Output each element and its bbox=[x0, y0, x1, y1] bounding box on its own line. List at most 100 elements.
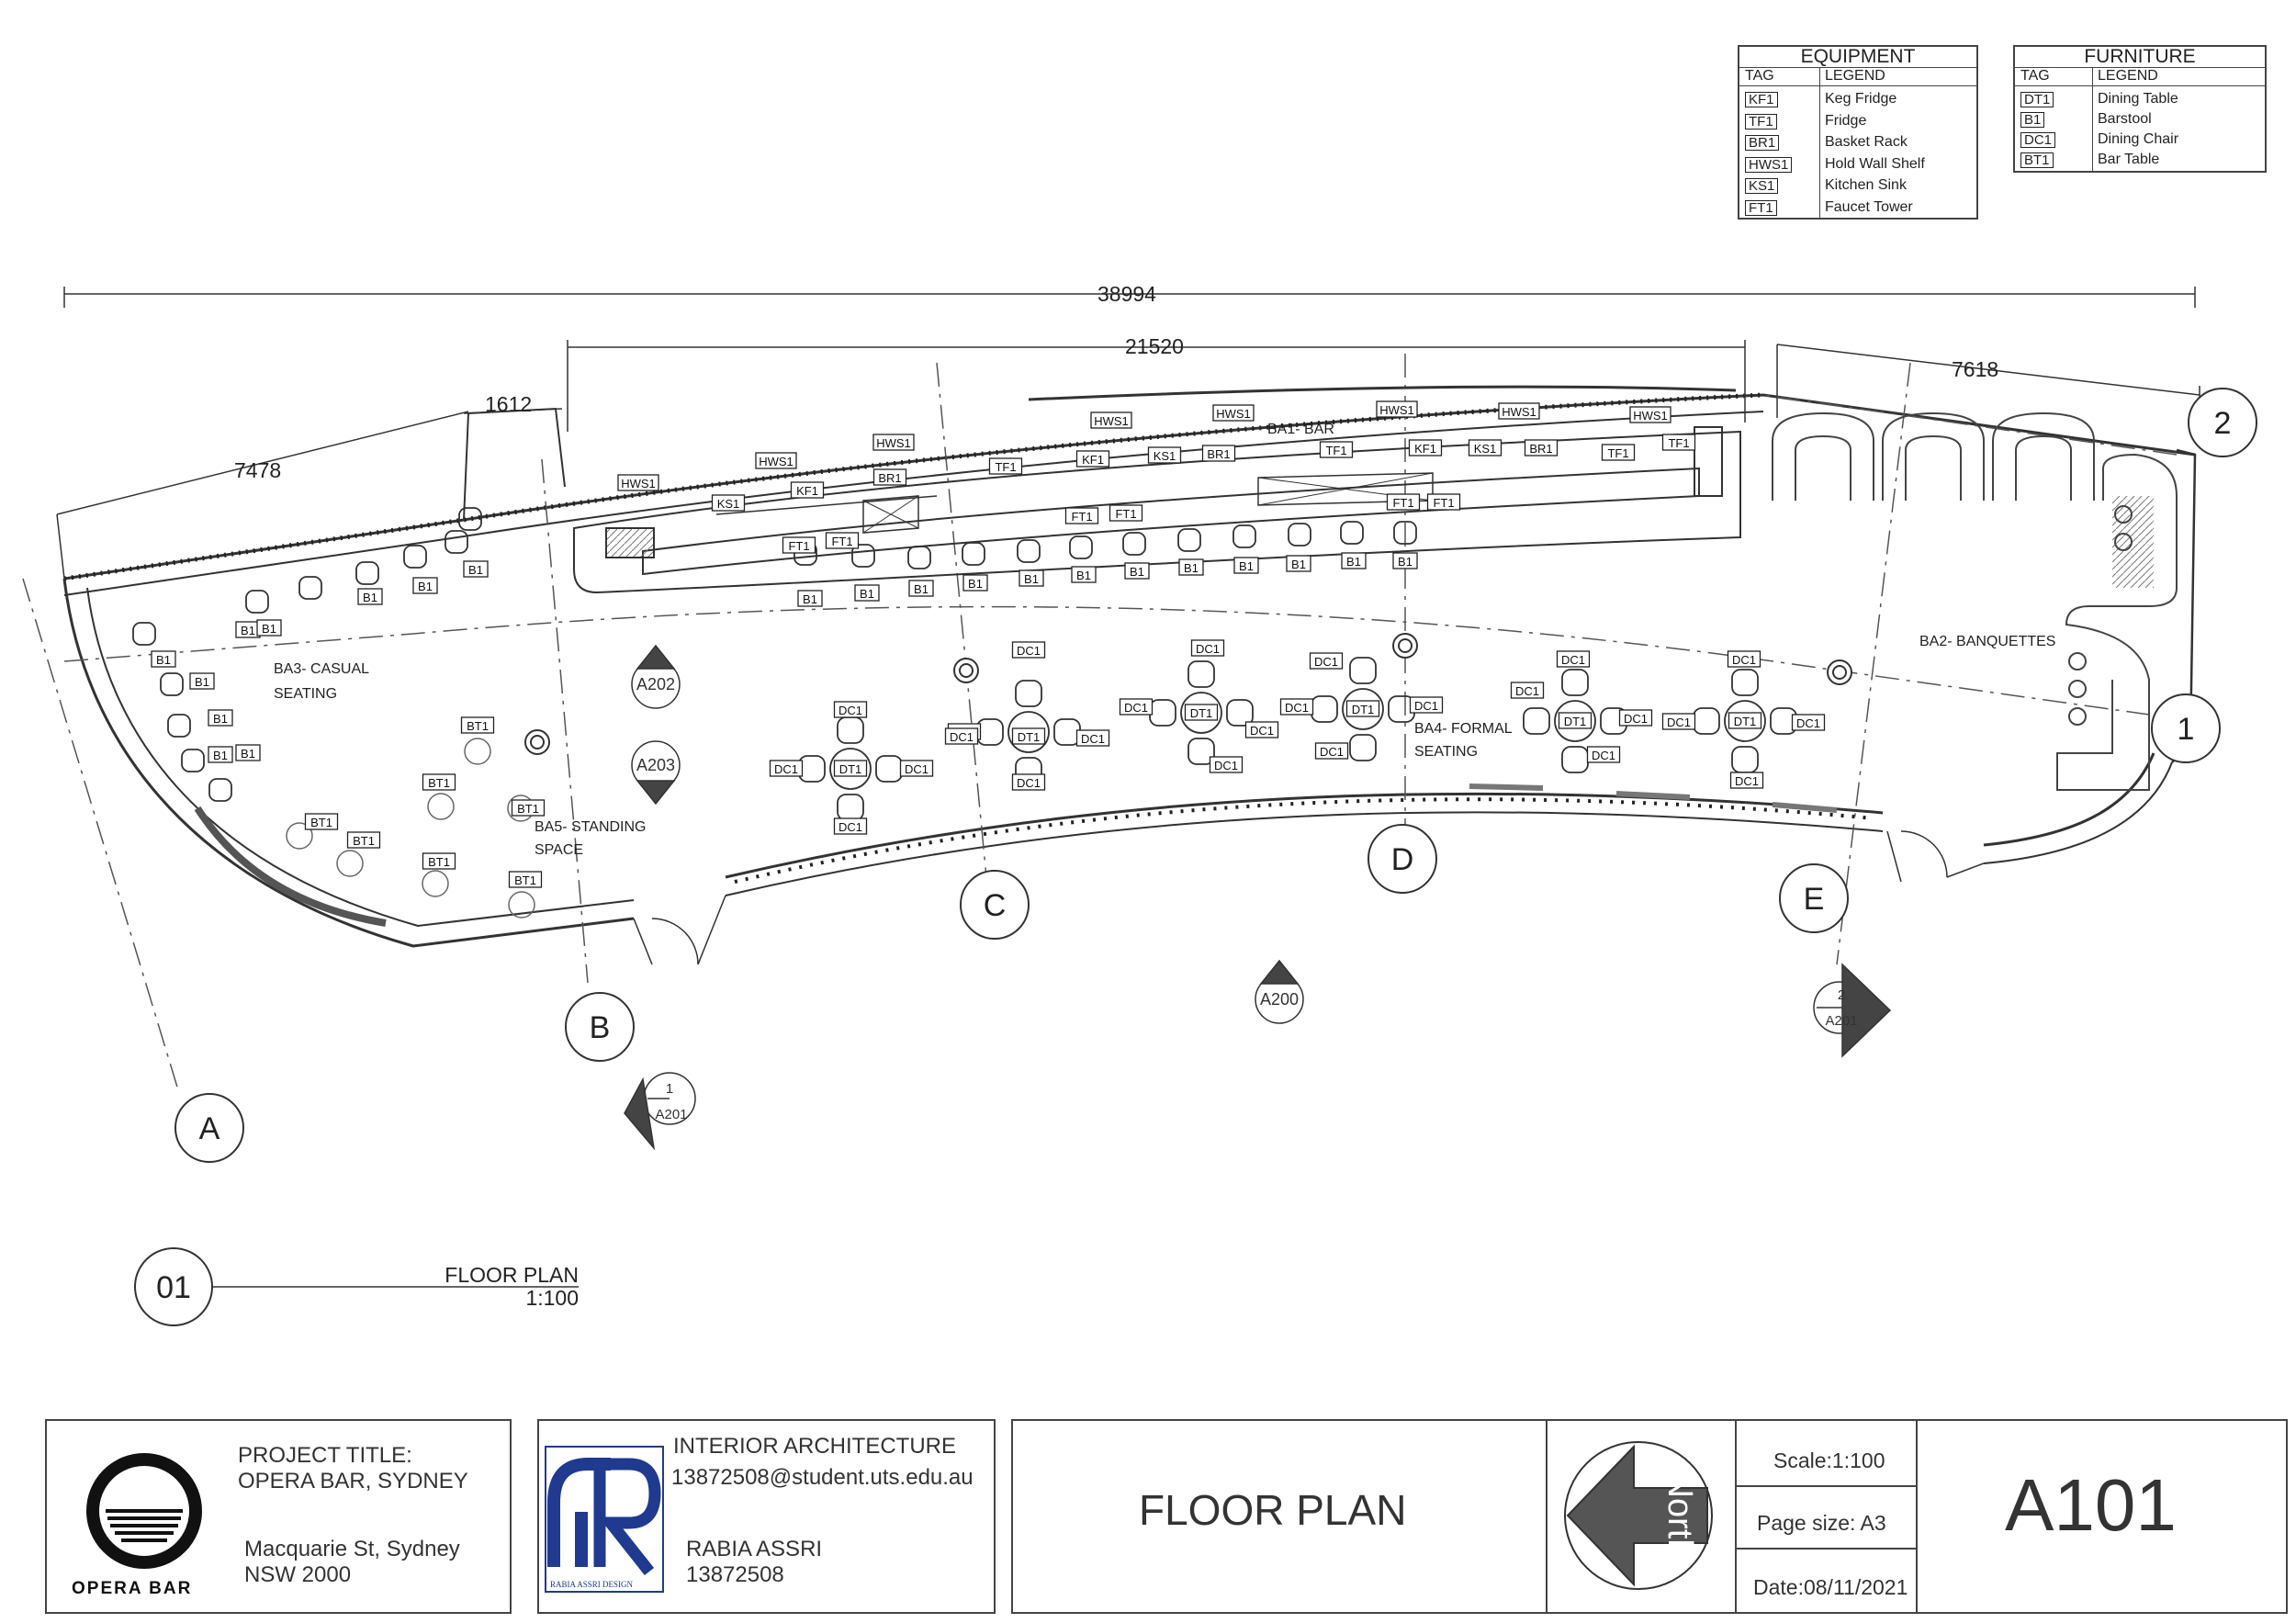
barstool-symbol bbox=[298, 576, 322, 600]
student-name: RABIA ASSRI bbox=[686, 1537, 823, 1561]
plan-tag-b: B1 bbox=[208, 709, 233, 727]
dim-bar: 21520 bbox=[1125, 334, 1184, 358]
plan-tag-text: B1 bbox=[1024, 572, 1039, 586]
plan-tag-b: B1 bbox=[797, 590, 823, 607]
plan-tag-b: B1 bbox=[908, 580, 934, 597]
dining-chair-symbol bbox=[1149, 699, 1176, 727]
grid-label-1: 1 bbox=[2178, 712, 2195, 747]
plan-tag-dt: DT1 bbox=[1558, 712, 1593, 729]
dining-chair-symbol bbox=[1349, 657, 1377, 684]
plan-tag-b: B1 bbox=[1071, 566, 1097, 583]
plan-tag-text: B1 bbox=[968, 577, 983, 591]
plan-tag-dc: DC1 bbox=[833, 817, 868, 835]
plan-tag-text: DC1 bbox=[838, 820, 862, 834]
opera-bar-logo-text: OPERA BAR bbox=[72, 1579, 193, 1598]
plan-tag-dc: DC1 bbox=[833, 701, 868, 718]
furniture-legend-text: Bar Table bbox=[2098, 152, 2160, 167]
plan-tag-text: TF1 bbox=[995, 460, 1016, 474]
furniture-legend-title: FURNITURE bbox=[2015, 47, 2265, 68]
plan-tag-ft: FT1 bbox=[1064, 507, 1099, 524]
plan-tag-text: FT1 bbox=[1433, 496, 1454, 510]
equipment-legend-text: Keg Fridge bbox=[1825, 91, 1897, 107]
barstool-symbol bbox=[132, 622, 156, 646]
plan-tag-text: DC1 bbox=[1414, 699, 1438, 713]
furniture-col-legend: LEGEND bbox=[2098, 68, 2158, 84]
bar-table-symbol bbox=[427, 793, 455, 820]
column-markers bbox=[524, 633, 1852, 755]
plan-tag-dc: DC1 bbox=[1075, 729, 1110, 747]
section-1-number: 1 bbox=[666, 1081, 673, 1097]
furniture-legend-text: Dining Chair bbox=[2098, 131, 2179, 147]
furniture-legend-text: Dining Table bbox=[2098, 91, 2178, 107]
plan-tag-hws: HWS1 bbox=[1090, 411, 1132, 429]
plan-tag-dc: DC1 bbox=[1011, 773, 1046, 791]
plan-tag-bt: BT1 bbox=[511, 799, 546, 817]
grid-label-b: B bbox=[590, 1010, 611, 1045]
plan-tag-text: BR1 bbox=[878, 471, 901, 485]
furniture-tag: BT1 bbox=[2020, 152, 2054, 168]
plan-tag-text: B1 bbox=[241, 747, 255, 761]
plan-tag-text: B1 bbox=[156, 653, 171, 667]
dining-chair-symbol bbox=[1523, 707, 1550, 735]
dining-table-symbol bbox=[1180, 692, 1222, 734]
sheet-title: FLOOR PLAN bbox=[1139, 1486, 1407, 1534]
plan-tag-text: B1 bbox=[241, 624, 255, 637]
plan-tag-text: B1 bbox=[1239, 559, 1254, 573]
plan-tag-b: B1 bbox=[854, 584, 880, 602]
plan-tag-dc: DC1 bbox=[1209, 756, 1244, 773]
plan-tag-dc: DC1 bbox=[769, 760, 804, 777]
plan-tag-text: B1 bbox=[803, 592, 817, 606]
plan-tag-hws: HWS1 bbox=[1212, 404, 1255, 422]
grid-bubbles bbox=[174, 388, 2257, 1163]
bar-table-symbol bbox=[422, 870, 449, 897]
north-label: North bbox=[1660, 1473, 1699, 1559]
plan-tag-text: BT1 bbox=[514, 873, 536, 887]
plan-tag-tf: TF1 bbox=[1319, 441, 1354, 458]
plan-tag-b: B1 bbox=[189, 672, 215, 690]
bar-table-symbol bbox=[464, 738, 491, 765]
plan-tag-text: DT1 bbox=[1352, 703, 1375, 716]
zone-ba5-line1: BA5- STANDING bbox=[535, 819, 647, 835]
plan-tag-text: B1 bbox=[860, 587, 874, 601]
plan-tag-hws: HWS1 bbox=[617, 474, 659, 491]
grid-label-c: C bbox=[984, 888, 1007, 923]
plan-tag-text: B1 bbox=[213, 749, 228, 762]
plan-tag-b: B1 bbox=[256, 619, 282, 637]
plan-tag-ft: FT1 bbox=[1386, 493, 1421, 511]
equipment-tag: HWS1 bbox=[1745, 156, 1793, 173]
plan-tag-text: B1 bbox=[418, 580, 433, 593]
plan-tag-text: KS1 bbox=[717, 497, 740, 511]
plan-tag-hws: HWS1 bbox=[755, 452, 797, 469]
plan-tag-dc: DC1 bbox=[1119, 698, 1154, 716]
equipment-legend-text: Hold Wall Shelf bbox=[1825, 155, 1925, 172]
dining-chair-symbol bbox=[1731, 669, 1759, 696]
equipment-legend-row: HWS1 Hold Wall Shelf bbox=[1739, 154, 1976, 175]
grid-label-e: E bbox=[1804, 882, 1825, 917]
equipment-tag: TF1 bbox=[1745, 113, 1777, 130]
dining-table-symbol bbox=[829, 748, 872, 790]
plan-tag-text: HWS1 bbox=[1502, 405, 1536, 419]
dining-chair-symbol bbox=[1187, 660, 1215, 688]
dining-chair-symbol bbox=[1561, 746, 1589, 773]
furniture-tag: DC1 bbox=[2020, 132, 2056, 148]
plan-tag-text: BT1 bbox=[467, 719, 489, 733]
equipment-col-tag: TAG bbox=[1745, 68, 1774, 84]
bar-table-symbol bbox=[336, 850, 364, 877]
plan-tag-bt: BT1 bbox=[422, 852, 456, 870]
barstool-symbol bbox=[1393, 521, 1417, 545]
plan-tag-bt: BT1 bbox=[508, 871, 543, 888]
plan-tag-text: HWS1 bbox=[1379, 403, 1414, 417]
plan-tag-text: DC1 bbox=[1314, 655, 1338, 669]
plan-tag-dc: DC1 bbox=[1661, 713, 1696, 730]
dining-chair-symbol bbox=[1226, 699, 1254, 727]
grid-label-2: 2 bbox=[2214, 406, 2232, 441]
furniture-tag: B1 bbox=[2020, 112, 2045, 128]
dining-chair-symbol bbox=[837, 794, 864, 821]
designer-box: RABIA ASSRI DESIGN INTERIOR ARCHITECTURE… bbox=[537, 1419, 996, 1614]
dining-table-symbol bbox=[1724, 700, 1766, 742]
